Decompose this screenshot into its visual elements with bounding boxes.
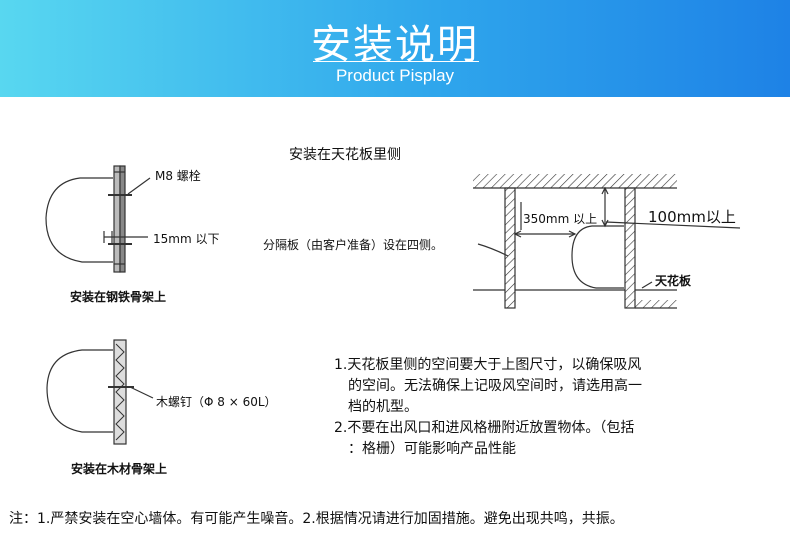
top-100mm-label: 100mm以上	[648, 208, 736, 226]
note-line: 1.天花板里侧的空间要大于上图尺寸，以确保吸风	[334, 357, 642, 373]
note-line: 档的机型。	[348, 399, 418, 415]
note-line: 2.不要在出风口和进风格栅附近放置物体。（包括	[334, 420, 635, 436]
width-350mm-label: 350mm 以上	[523, 212, 598, 226]
footer-note: 注：1.严禁安装在空心墙体。有可能产生噪音。2.根据情况请进行加固措施。避免出现…	[9, 511, 624, 527]
page-title: 安装说明	[311, 22, 479, 68]
m8-bolt-label: M8 螺栓	[155, 169, 201, 183]
steel-frame-caption: 安装在钢铁骨架上	[70, 290, 167, 304]
unit-outline-ceiling	[571, 225, 624, 289]
wood-screw-label: 木螺钉（Φ 8 × 60L）	[156, 395, 277, 409]
note-line: ：格栅）可能影响产品性能	[348, 441, 516, 457]
note-line: 的空间。无法确保上记吸风空间时，请选用高一	[348, 378, 642, 394]
ceiling-label: 天花板	[655, 274, 692, 288]
gap-15mm-label: 15mm 以下	[153, 232, 220, 246]
partition-right	[624, 187, 636, 309]
header-banner: 安装说明 Product Pisplay	[0, 0, 790, 97]
steel-frame-diagram	[45, 165, 151, 273]
partition-left	[504, 187, 516, 309]
wood-frame-diagram	[46, 339, 154, 445]
wood-frame-caption: 安装在木材骨架上	[71, 462, 168, 476]
upper-slab	[473, 174, 677, 188]
partition-label: 分隔板（由客户准备）设在四侧。	[263, 238, 444, 252]
ceiling-heading: 安装在天花板里侧	[289, 147, 401, 163]
wood-frame	[113, 339, 127, 445]
installation-notes: 1.天花板里侧的空间要大于上图尺寸，以确保吸风 的空间。无法确保上记吸风空间时，…	[334, 355, 754, 460]
unit-outline-steel	[45, 177, 113, 263]
unit-outline-wood	[46, 349, 113, 433]
title-divider	[313, 61, 479, 62]
steel-frame	[113, 165, 121, 273]
page-subtitle: Product Pisplay	[335, 66, 455, 85]
ceiling-diagram	[473, 174, 741, 309]
